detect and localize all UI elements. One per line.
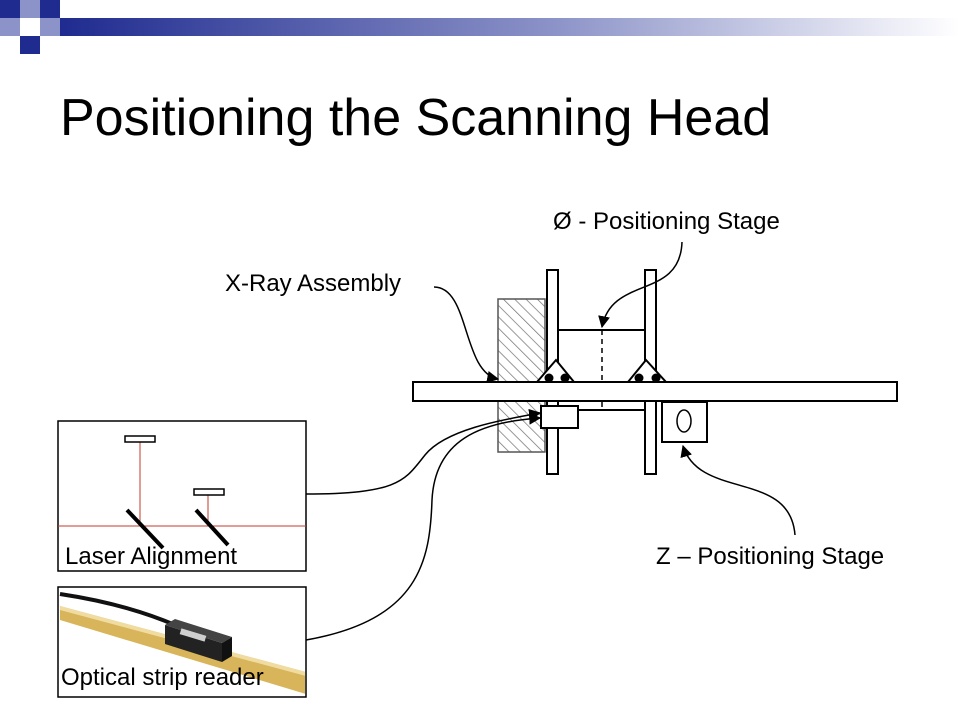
optical-strip-reader-inset	[57, 586, 307, 698]
label-xray-assembly: X-Ray Assembly	[225, 270, 402, 297]
label-theta-stage: Ø - Positioning Stage	[553, 208, 780, 235]
laser-arrow	[305, 408, 542, 495]
scanning-head-box	[540, 405, 579, 429]
theta-arrow	[598, 241, 683, 329]
label-optical-reader: Optical strip reader	[61, 664, 264, 691]
optical-arrow	[305, 412, 542, 641]
label-laser-alignment: Laser Alignment	[65, 543, 238, 570]
xray-arrow	[433, 286, 500, 383]
slide-title: Positioning the Scanning Head	[60, 89, 772, 147]
laser-alignment-inset	[57, 420, 307, 572]
z-stage-arrow	[680, 444, 796, 536]
xray-assembly-block	[497, 298, 546, 453]
horizontal-rail	[412, 381, 898, 402]
label-z-stage: Z – Positioning Stage	[656, 543, 885, 570]
header-decoration	[0, 0, 960, 54]
